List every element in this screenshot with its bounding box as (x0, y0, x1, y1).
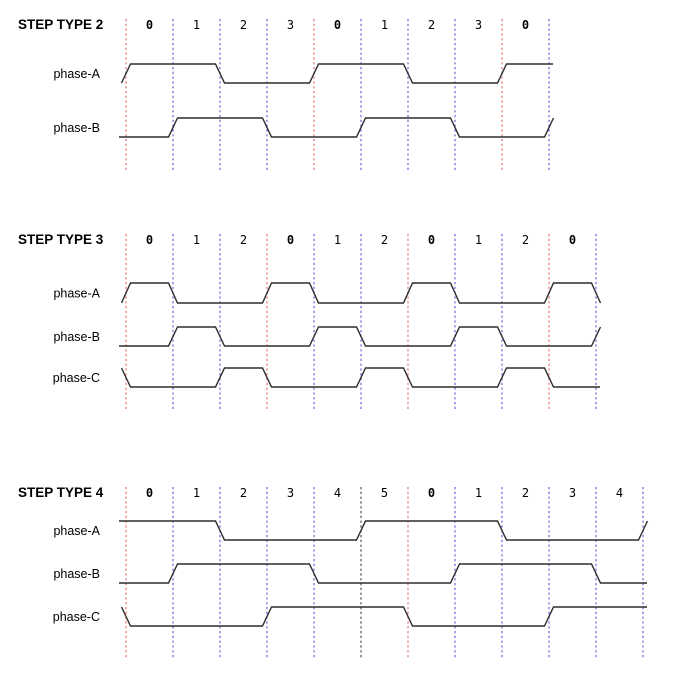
step-number: 1 (381, 18, 388, 32)
step-number: 1 (193, 18, 200, 32)
waveform-phase-a (119, 520, 649, 541)
step-number: 0 (146, 18, 153, 32)
step-number: 0 (334, 18, 341, 32)
step-number: 2 (522, 233, 529, 247)
phase-label: phase-A (53, 287, 100, 301)
waveform-phase-b (119, 117, 555, 138)
waveform-phase-b (119, 326, 602, 347)
step-number: 0 (522, 18, 529, 32)
waveform-phase-a (120, 282, 602, 304)
phase-label: phase-C (53, 610, 100, 624)
step-number: 2 (381, 233, 388, 247)
section-title: STEP TYPE 2 (18, 17, 103, 32)
phase-label: phase-A (53, 524, 100, 538)
step-number: 3 (475, 18, 482, 32)
step-number: 0 (569, 233, 576, 247)
phase-label: phase-C (53, 371, 100, 385)
waveform-phase-c (120, 606, 647, 627)
step-number: 3 (569, 486, 576, 500)
step-number: 4 (616, 486, 623, 500)
step-number: 0 (146, 233, 153, 247)
step-number: 2 (240, 18, 247, 32)
step-number: 0 (146, 486, 153, 500)
phase-label: phase-B (53, 330, 100, 344)
step-number: 1 (475, 486, 482, 500)
step-number: 2 (240, 486, 247, 500)
section-title: STEP TYPE 3 (18, 232, 104, 247)
step-number: 1 (475, 233, 482, 247)
step-number: 4 (334, 486, 341, 500)
step-number: 0 (287, 233, 294, 247)
step-number: 2 (522, 486, 529, 500)
waveform-phase-c (120, 367, 600, 388)
section-step-type-4: STEP TYPE 4 0 1 2 3 4 5 0 1 2 3 4 phase-A phase-B phas… (18, 485, 649, 658)
waveform-phase-a (120, 63, 553, 84)
phase-label: phase-A (53, 67, 100, 81)
step-number: 5 (381, 486, 388, 500)
step-number: 1 (193, 486, 200, 500)
step-number: 1 (334, 233, 341, 247)
waveform-phase-b (119, 563, 647, 584)
section-title: STEP TYPE 4 (18, 485, 104, 500)
step-number: 0 (428, 486, 435, 500)
phase-label: phase-B (53, 121, 100, 135)
phase-label: phase-B (53, 567, 100, 581)
step-number: 3 (287, 18, 294, 32)
step-number: 2 (240, 233, 247, 247)
section-step-type-2: STEP TYPE 2 0 1 2 3 0 1 2 3 0 phase-A phase-B (18, 17, 555, 172)
step-number: 3 (287, 486, 294, 500)
step-number: 0 (428, 233, 435, 247)
section-step-type-3: STEP TYPE 3 0 1 2 0 1 2 0 1 2 0 phase-A phase-B phase… (18, 232, 602, 410)
step-number: 2 (428, 18, 435, 32)
step-number: 1 (193, 233, 200, 247)
